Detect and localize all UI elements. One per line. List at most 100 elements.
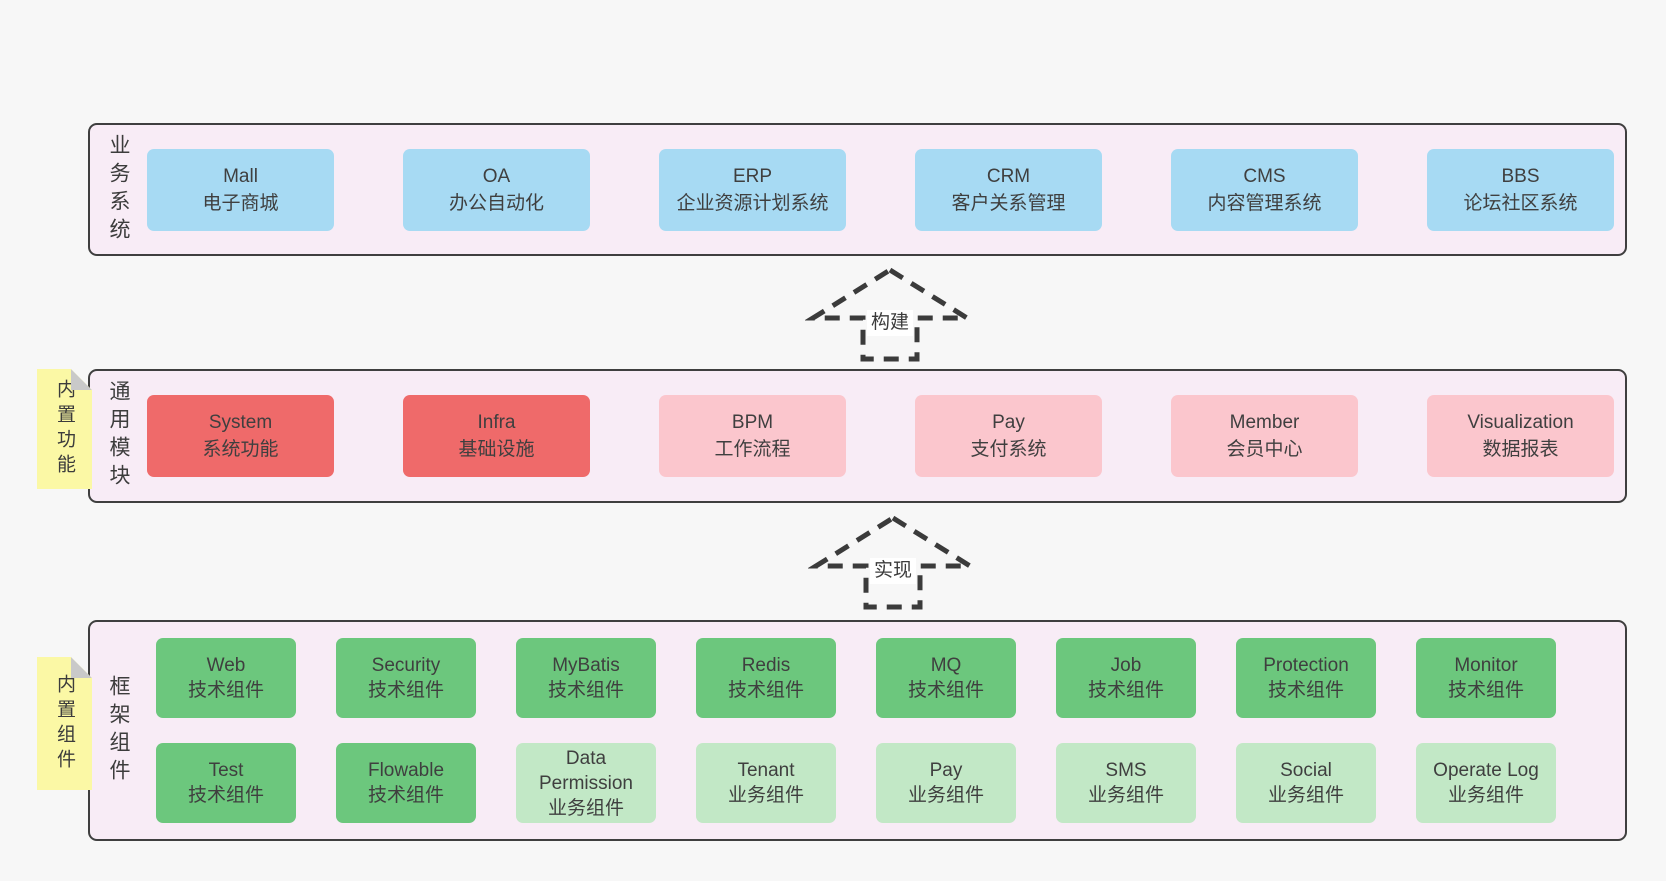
modules-box-row: System 系统功能 Infra 基础设施 BPM 工作流程 Pay 支付系统… [147, 395, 1614, 477]
box-subtitle: 业务组件 [907, 785, 984, 806]
box-security: Security 技术组件 [336, 638, 476, 718]
box-subtitle: 企业资源计划系统 [676, 192, 829, 214]
band-common-modules: 通用模块 System 系统功能 Infra 基础设施 BPM 工作流程 Pay… [88, 369, 1627, 503]
box-erp: ERP 企业资源计划系统 [659, 148, 846, 231]
box-title: Web [206, 655, 246, 676]
box-subtitle: 业务组件 [1447, 785, 1524, 806]
box-social: Social 业务组件 [1236, 743, 1376, 823]
box-title: Protection [1263, 655, 1349, 676]
sticky-note-builtin-features: 内置功能 [37, 369, 92, 489]
band-components-label: 框架组件 [107, 674, 130, 787]
box-title: Job [1110, 655, 1142, 676]
box-subtitle: 技术组件 [1087, 680, 1164, 701]
box-subtitle: 工作流程 [714, 439, 791, 460]
box-subtitle: 技术组件 [367, 785, 444, 806]
box-subtitle: 技术组件 [727, 680, 804, 701]
box-title: Redis [741, 655, 791, 676]
box-title: MyBatis [552, 655, 620, 676]
box-monitor: Monitor 技术组件 [1416, 638, 1556, 718]
box-subtitle: 系统功能 [202, 439, 279, 460]
box-title: Data Permission [539, 747, 633, 794]
box-bpm: BPM 工作流程 [659, 395, 846, 477]
box-pay-component: Pay 业务组件 [876, 743, 1016, 823]
dashed-up-arrow-build: 构建 [805, 266, 975, 362]
box-subtitle: 技术组件 [1447, 680, 1524, 701]
band-framework-components: 框架组件 Web 技术组件 Security 技术组件 MyBatis 技术组件… [88, 620, 1627, 841]
components-box-rows: Web 技术组件 Security 技术组件 MyBatis 技术组件 Redi… [156, 638, 1556, 823]
box-title: MQ [930, 655, 962, 676]
box-title: CRM [986, 165, 1031, 187]
box-title: Visualization [1467, 412, 1574, 433]
box-oa: OA 办公自动化 [403, 148, 590, 231]
box-subtitle: 技术组件 [907, 680, 984, 701]
band-modules-label: 通用模块 [107, 380, 130, 492]
up-arrow-icon [805, 267, 975, 362]
box-subtitle: 基础设施 [458, 439, 535, 460]
box-subtitle: 业务组件 [547, 797, 624, 819]
box-title: Security [371, 655, 441, 676]
box-job: Job 技术组件 [1056, 638, 1196, 718]
box-subtitle: 论坛社区系统 [1463, 192, 1578, 214]
box-subtitle: 技术组件 [1267, 680, 1344, 701]
box-system: System 系统功能 [147, 395, 334, 477]
box-subtitle: 电子商城 [202, 192, 279, 214]
box-sms: SMS 业务组件 [1056, 743, 1196, 823]
box-mall: Mall 电子商城 [147, 148, 334, 231]
box-title: OA [482, 165, 511, 187]
box-title: Operate Log [1433, 760, 1539, 781]
box-crm: CRM 客户关系管理 [915, 148, 1102, 231]
box-title: Pay [929, 760, 963, 781]
box-web: Web 技术组件 [156, 638, 296, 718]
box-subtitle: 客户关系管理 [951, 192, 1066, 214]
box-cms: CMS 内容管理系统 [1171, 148, 1358, 231]
up-arrow-icon [808, 515, 978, 610]
box-member: Member 会员中心 [1171, 395, 1358, 477]
box-title: Pay [992, 412, 1025, 433]
box-subtitle: 支付系统 [970, 439, 1047, 460]
box-subtitle: 内容管理系统 [1207, 192, 1322, 214]
box-redis: Redis 技术组件 [696, 638, 836, 718]
arrow-build-label: 构建 [866, 310, 914, 336]
box-subtitle: 会员中心 [1226, 439, 1303, 460]
box-title: System [208, 412, 273, 433]
components-row-2: Test 技术组件 Flowable 技术组件 Data Permission … [156, 743, 1556, 823]
box-subtitle: 技术组件 [547, 680, 624, 701]
box-protection: Protection 技术组件 [1236, 638, 1376, 718]
band-business-label: 业务系统 [107, 133, 130, 246]
box-flowable: Flowable 技术组件 [336, 743, 476, 823]
box-title: Member [1229, 412, 1300, 433]
dashed-up-arrow-implement: 实现 [808, 514, 978, 610]
business-box-row: Mall 电子商城 OA 办公自动化 ERP 企业资源计划系统 CRM 客户关系… [147, 148, 1614, 231]
band-business-systems: 业务系统 Mall 电子商城 OA 办公自动化 ERP 企业资源计划系统 CRM… [88, 123, 1627, 256]
box-title: Tenant [737, 760, 795, 781]
box-subtitle: 业务组件 [1267, 785, 1344, 806]
box-visualization: Visualization 数据报表 [1427, 395, 1614, 477]
sticky-note-label: 内置功能 [54, 379, 75, 479]
box-subtitle: 数据报表 [1482, 439, 1559, 460]
box-title: Social [1280, 760, 1332, 781]
box-pay-module: Pay 支付系统 [915, 395, 1102, 477]
box-mq: MQ 技术组件 [876, 638, 1016, 718]
box-title: Monitor [1454, 655, 1518, 676]
box-title: BPM [731, 412, 774, 433]
arrow-implement-label: 实现 [869, 558, 917, 584]
box-subtitle: 业务组件 [727, 785, 804, 806]
box-data-permission: Data Permission 业务组件 [516, 743, 656, 823]
box-title: BBS [1501, 165, 1540, 187]
box-infra: Infra 基础设施 [403, 395, 590, 477]
box-subtitle: 技术组件 [187, 680, 264, 701]
box-title: Test [208, 760, 244, 781]
box-operate-log: Operate Log 业务组件 [1416, 743, 1556, 823]
sticky-note-label: 内置组件 [54, 673, 75, 774]
box-subtitle: 技术组件 [187, 785, 264, 806]
box-title: Infra [477, 412, 516, 433]
box-subtitle: 办公自动化 [448, 192, 544, 214]
box-title: Mall [223, 165, 258, 187]
box-title: CMS [1243, 165, 1286, 187]
box-subtitle: 技术组件 [367, 680, 444, 701]
box-mybatis: MyBatis 技术组件 [516, 638, 656, 718]
box-bbs: BBS 论坛社区系统 [1427, 148, 1614, 231]
box-subtitle: 业务组件 [1087, 785, 1164, 806]
box-title: ERP [732, 165, 773, 187]
